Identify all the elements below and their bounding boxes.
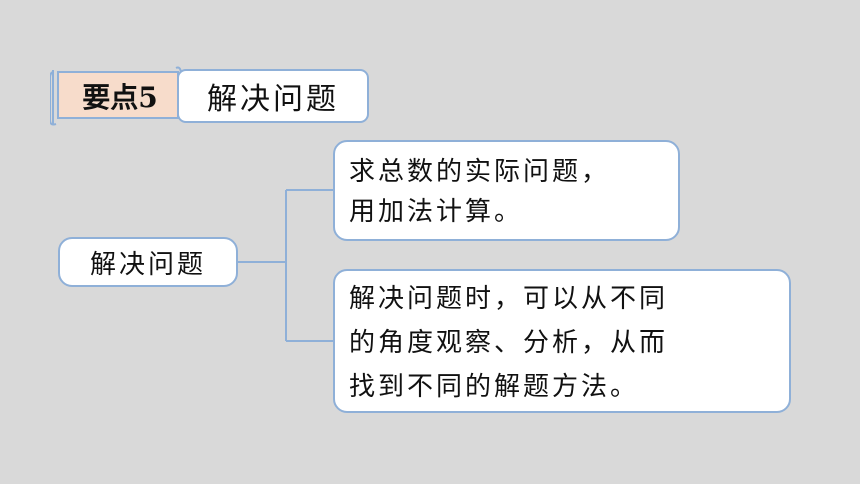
- section-title: 解决问题: [207, 82, 339, 117]
- branch-text-line: 求总数的实际问题，: [349, 157, 611, 187]
- branch-text-line: 找到不同的解题方法。: [349, 372, 640, 402]
- scroll-banner-graphic: [50, 66, 369, 126]
- branch-text-line: 用加法计算。: [349, 197, 524, 227]
- title-banner: [50, 66, 372, 126]
- section-tag: 要点5: [82, 81, 158, 114]
- root-node: 解决问题: [58, 237, 238, 287]
- branch-node-methods: 解决问题时，可以从不同 的角度观察、分析，从而 找到不同的解题方法。: [333, 269, 791, 413]
- branch-text-line: 解决问题时，可以从不同: [349, 284, 669, 314]
- branch-node-addition: 求总数的实际问题， 用加法计算。: [333, 140, 680, 241]
- root-label: 解决问题: [89, 249, 206, 280]
- branch-text-line: 的角度观察、分析，从而: [349, 328, 669, 358]
